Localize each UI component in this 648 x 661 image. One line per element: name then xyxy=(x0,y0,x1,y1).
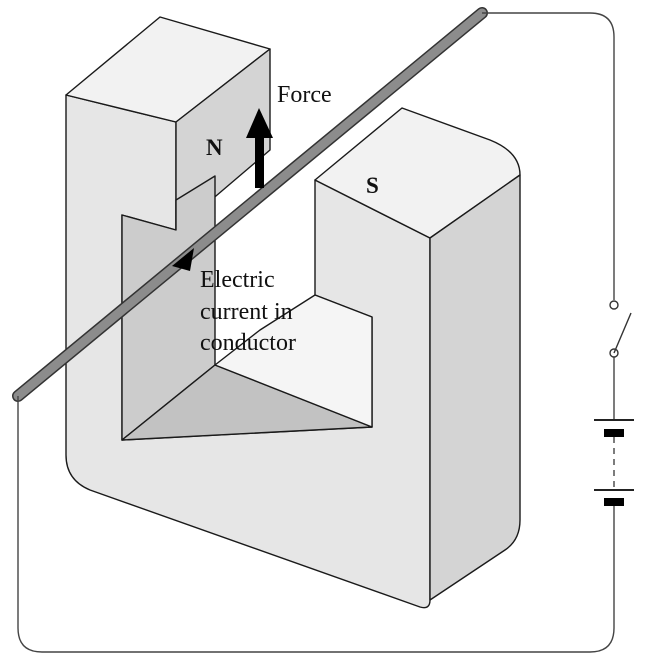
switch-lever xyxy=(613,312,632,354)
force-label: Force xyxy=(277,82,332,108)
magnet-inner-right xyxy=(214,294,373,428)
current-label-line1: Electric xyxy=(200,267,275,293)
current-label-line2: current in xyxy=(200,299,293,325)
force-arrow xyxy=(246,108,273,188)
force-arrow-shaft xyxy=(255,134,264,188)
wire-left-bottom xyxy=(17,396,615,653)
switch-contact-top xyxy=(609,300,619,310)
current-label-line3: conductor xyxy=(200,330,296,356)
horseshoe-magnet xyxy=(65,16,521,609)
force-arrow-head xyxy=(246,108,273,138)
battery xyxy=(594,419,634,506)
conductor-rod xyxy=(12,7,488,402)
south-pole-label: S xyxy=(366,173,379,198)
switch xyxy=(609,300,632,358)
magnet-body-side xyxy=(429,174,521,601)
battery-plate-short xyxy=(604,429,624,437)
battery-plate-short-2 xyxy=(604,498,624,506)
north-pole-label: N xyxy=(206,135,223,160)
wire-top-right xyxy=(482,12,615,300)
current-arrow xyxy=(172,248,194,271)
circuit-wire xyxy=(17,12,615,653)
